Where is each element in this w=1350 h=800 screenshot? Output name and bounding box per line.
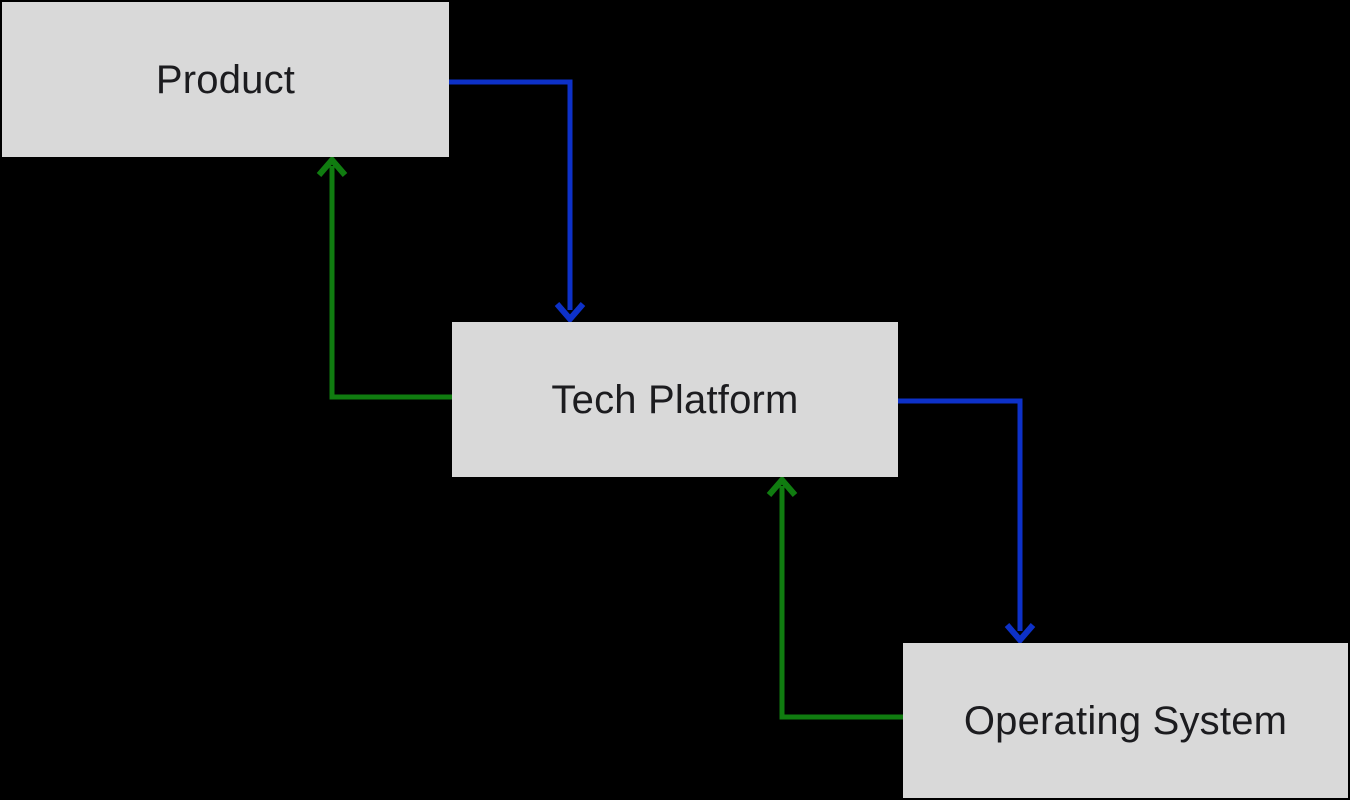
node-product: Product (2, 2, 449, 157)
edge-product-to-tech-platform-arrow (449, 79, 586, 324)
arrowhead-up-icon (766, 475, 798, 497)
edge-tech-platform-to-product-arrow (316, 155, 452, 400)
arrowhead-down-icon (554, 302, 586, 324)
node-operating-system-label: Operating System (963, 698, 1288, 743)
node-tech-platform-label: Tech Platform (551, 377, 799, 422)
edge-tech-platform-to-operating-system-arrow (898, 398, 1036, 645)
arrowhead-up-icon (316, 155, 348, 177)
edge-operating-system-to-tech-platform-arrow (766, 475, 903, 720)
node-product-label: Product (155, 57, 296, 102)
arrowhead-down-icon (1004, 623, 1036, 645)
node-operating-system: Operating System (903, 643, 1348, 798)
node-tech-platform: Tech Platform (452, 322, 898, 477)
